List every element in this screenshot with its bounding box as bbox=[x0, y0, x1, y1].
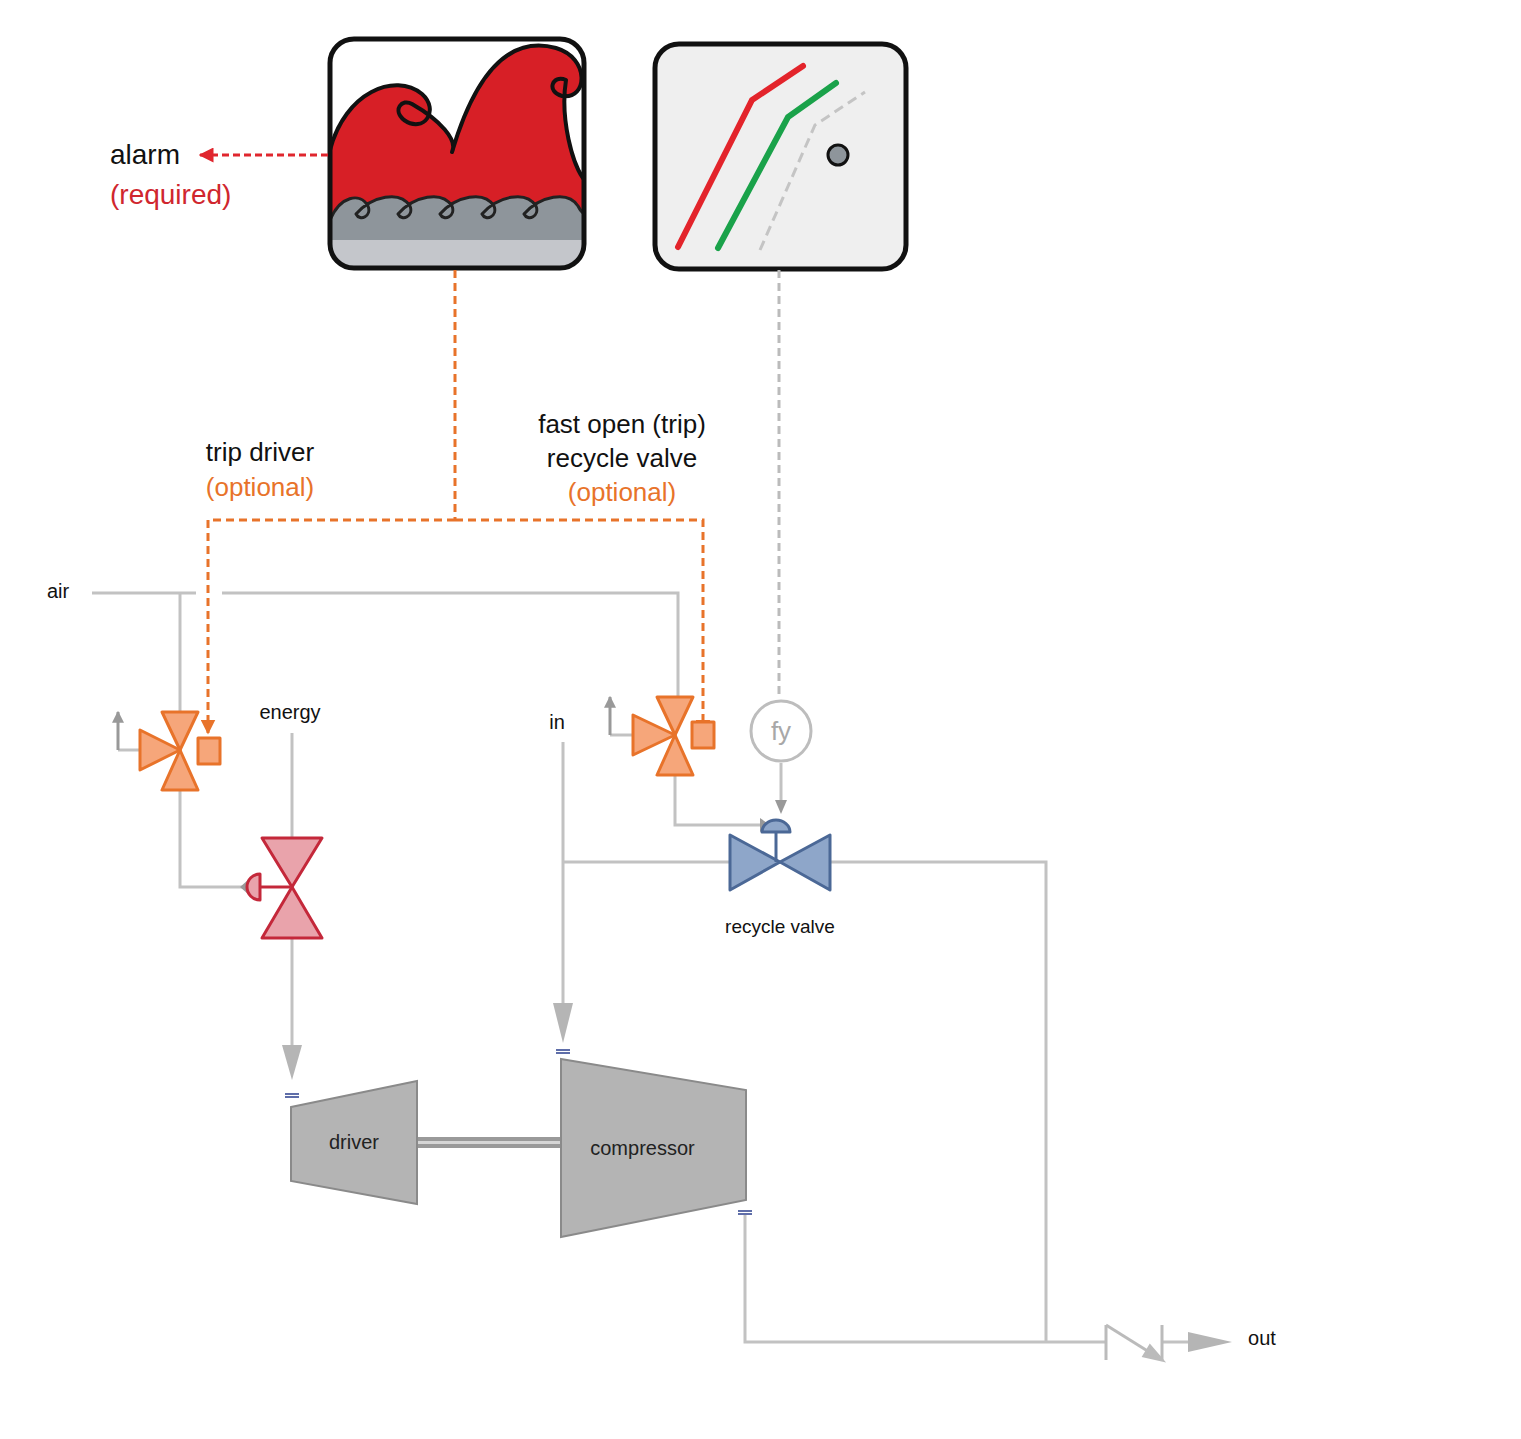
art-line bbox=[1105, 1325, 1108, 1360]
surge-icon bbox=[330, 39, 586, 270]
art-polyline bbox=[745, 1215, 1106, 1342]
art-path bbox=[762, 820, 790, 832]
requirement-note: (optional) bbox=[206, 472, 314, 503]
art-polyline bbox=[830, 862, 1046, 1342]
instrument-bubble: fy bbox=[749, 699, 813, 763]
art-polyline bbox=[454, 270, 457, 520]
art-polygon bbox=[730, 835, 780, 890]
art-polyline bbox=[760, 92, 865, 250]
line-label: air bbox=[47, 579, 69, 603]
solenoid-valve bbox=[140, 712, 220, 790]
art-polyline bbox=[609, 697, 612, 735]
shaft-group bbox=[418, 1142, 560, 1143]
art-polygon bbox=[262, 838, 322, 887]
air-line bbox=[92, 593, 762, 887]
node-label: compressor bbox=[590, 1137, 694, 1160]
valve-label: recycle valve bbox=[725, 916, 835, 939]
art-polyline bbox=[208, 520, 455, 733]
art-path bbox=[330, 197, 584, 268]
art-line bbox=[285, 1096, 299, 1098]
compressor-outline bbox=[561, 1059, 746, 1237]
fuel-valve bbox=[247, 838, 322, 938]
surge-curve-icon bbox=[655, 44, 906, 269]
check-valve bbox=[1106, 1325, 1162, 1360]
art-polygon bbox=[633, 715, 675, 755]
compressor-machine: compressor bbox=[560, 1058, 747, 1238]
flow-arrow bbox=[553, 1003, 573, 1043]
line-label: out bbox=[1248, 1326, 1276, 1350]
art-rect bbox=[330, 39, 584, 268]
art-line bbox=[738, 1213, 752, 1215]
art-polyline bbox=[610, 734, 633, 737]
art-rect bbox=[330, 240, 584, 268]
requirement-note: (required) bbox=[110, 178, 231, 212]
node-label: fy bbox=[771, 716, 791, 747]
art-circle bbox=[828, 145, 848, 165]
node-label: driver bbox=[329, 1131, 379, 1154]
art-polygon bbox=[1144, 1346, 1162, 1360]
recycle-valve bbox=[730, 820, 830, 890]
driver-machine: driver bbox=[290, 1080, 418, 1205]
process-line bbox=[563, 742, 1196, 1342]
art-rect bbox=[198, 738, 220, 764]
art-line bbox=[291, 938, 294, 1048]
flow-arrow bbox=[775, 800, 787, 814]
art-polyline bbox=[118, 749, 140, 752]
alarm-signal bbox=[200, 154, 328, 157]
art-path bbox=[247, 874, 260, 900]
driver-outline bbox=[291, 1081, 417, 1204]
art-polyline bbox=[117, 712, 120, 750]
art-line bbox=[738, 1210, 752, 1212]
art-polyline bbox=[180, 790, 248, 887]
bubble-outline bbox=[751, 701, 811, 761]
art-polygon bbox=[262, 887, 322, 938]
art-line bbox=[291, 733, 294, 838]
action-label: fast open (trip) recycle valve bbox=[507, 407, 737, 475]
art-g bbox=[330, 46, 584, 268]
drive-shaft bbox=[418, 1137, 560, 1148]
art-polygon bbox=[780, 835, 830, 890]
art-path bbox=[330, 46, 584, 268]
solenoid-valve bbox=[633, 697, 714, 775]
alarm-label: alarm bbox=[110, 138, 180, 172]
art-line bbox=[562, 742, 565, 1005]
art-polyline bbox=[222, 593, 678, 712]
art-polyline bbox=[563, 861, 730, 864]
shaft-highlight bbox=[418, 1141, 560, 1144]
art-polyline bbox=[675, 775, 762, 825]
art-rect bbox=[655, 44, 906, 269]
art-line bbox=[260, 886, 290, 889]
art-line bbox=[285, 1093, 299, 1095]
art-polyline bbox=[179, 593, 182, 712]
art-polyline bbox=[678, 66, 803, 247]
art-polygon bbox=[140, 730, 180, 770]
flow-arrow bbox=[1188, 1332, 1232, 1352]
action-label: trip driver bbox=[206, 437, 314, 468]
art-rect bbox=[692, 722, 714, 748]
art-line bbox=[1106, 1325, 1162, 1360]
control-signal bbox=[778, 270, 781, 698]
art-line bbox=[1161, 1325, 1164, 1360]
requirement-note: (optional) bbox=[568, 477, 676, 508]
line-label: in bbox=[549, 710, 565, 734]
art-line bbox=[556, 1049, 570, 1051]
line-label: energy bbox=[259, 700, 320, 724]
flow-arrow bbox=[282, 1045, 302, 1080]
art-line bbox=[775, 830, 778, 862]
art-line bbox=[556, 1052, 570, 1054]
art-polyline bbox=[718, 83, 836, 248]
